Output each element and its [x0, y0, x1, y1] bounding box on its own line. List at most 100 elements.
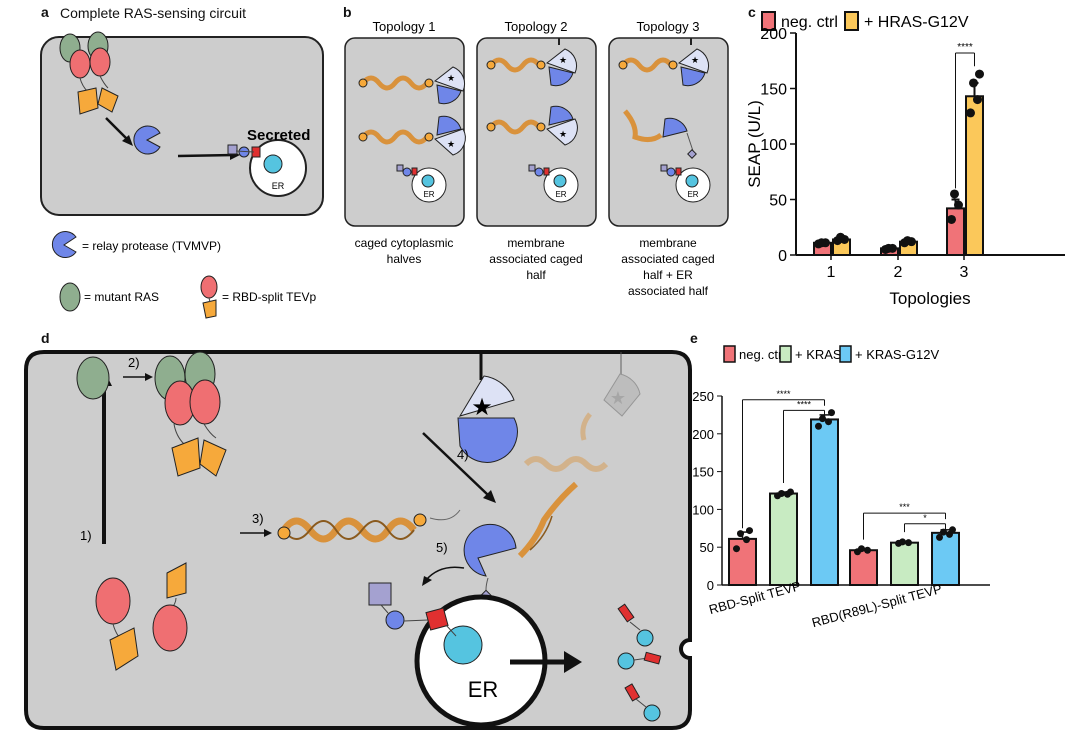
data-point: [828, 409, 835, 417]
y-tick-label: 250: [692, 389, 714, 404]
y-tick-label: 200: [692, 427, 714, 442]
step-5-label: 5): [436, 540, 448, 555]
secreted-label: Secreted: [247, 127, 310, 144]
topology-3-caption-3: half + ER: [643, 268, 693, 282]
step-3-label: 3): [252, 511, 264, 526]
legend-ras: = mutant RAS: [84, 290, 159, 304]
legend-ras-icon: [59, 282, 81, 312]
data-point: [836, 232, 845, 242]
y-tick-label: 0: [778, 248, 787, 265]
data-point: [966, 108, 975, 118]
sig-label: *: [923, 513, 927, 523]
panel-d-letter: d: [41, 330, 50, 346]
topology-3-caption-2: associated caged: [621, 252, 714, 266]
legend-label: + KRAS-G12V: [855, 347, 940, 362]
svg-text:★: ★: [559, 129, 567, 139]
topology-3-er: ER: [687, 190, 698, 199]
rbd-pink-icon: [69, 49, 91, 79]
data-point: [825, 418, 832, 426]
er-label: ER: [272, 181, 285, 191]
topology-3-title: Topology 3: [637, 19, 700, 34]
topology-3-caption-4: associated half: [628, 284, 709, 298]
cell-d: [24, 350, 692, 730]
step-4-label: 4): [457, 447, 469, 462]
topology-1-title: Topology 1: [373, 19, 436, 34]
data-point: [746, 527, 753, 535]
topology-3: Topology 3 ★ ER membrane associated cage…: [608, 19, 729, 298]
bar: [890, 541, 919, 586]
sig-label: ****: [797, 399, 812, 409]
sig-label: ****: [957, 42, 973, 53]
legend-label: neg. ctrl: [781, 14, 838, 31]
legend-rbd-pink-icon: [200, 275, 218, 299]
x-tick-label: 3: [960, 264, 969, 281]
legend-label: neg. ctrl: [739, 347, 785, 362]
bar: [946, 207, 965, 257]
y-tick-label: 50: [700, 540, 714, 555]
legend-swatch: [839, 345, 852, 363]
legend-swatch: [844, 11, 859, 31]
svg-text:★: ★: [691, 55, 699, 65]
x-axis-label: Topologies: [889, 289, 970, 308]
sig-label: ****: [776, 389, 791, 399]
y-tick-label: 100: [692, 502, 714, 517]
legend-swatch: [761, 11, 776, 31]
data-point: [936, 533, 943, 541]
topology-1-er: ER: [423, 190, 434, 199]
panel-b-letter: b: [343, 4, 352, 20]
data-point: [815, 422, 822, 430]
panel-a-letter: a: [41, 4, 49, 20]
rbd-unbound: [95, 562, 188, 671]
data-point: [940, 528, 947, 536]
step-2-label: 2): [128, 355, 140, 370]
x-tick-label: RBD(R89L)-Split TEVP: [810, 581, 943, 630]
relay-protease-icon: [133, 125, 161, 155]
legend-relay: = relay protease (TVMVP): [82, 239, 221, 253]
topology-3-caption-1: membrane: [639, 236, 697, 250]
data-point: [817, 238, 826, 248]
panel-a-diagram: ER Secreted = relay protease (TVMVP) = m…: [40, 31, 324, 319]
data-point: [975, 69, 984, 79]
legend-rbd: = RBD-split TEVp: [222, 290, 316, 304]
topology-2-er: ER: [555, 190, 566, 199]
data-point: [903, 236, 912, 246]
topology-2-caption-2: associated caged: [489, 252, 582, 266]
y-tick-label: 150: [760, 82, 787, 99]
data-point: [733, 545, 740, 553]
step-1-label: 1): [80, 528, 92, 543]
topology-1-caption-2: halves: [387, 252, 422, 266]
topology-1-caption-1: caged cytoplasmic: [355, 236, 454, 250]
data-point: [884, 243, 893, 253]
er-label-d: ER: [468, 677, 499, 702]
bar: [965, 95, 984, 256]
y-tick-label: 0: [707, 578, 714, 593]
sig-label: ***: [899, 502, 910, 512]
rbd-orange-icon: [97, 87, 119, 113]
data-point: [864, 546, 871, 554]
bar: [728, 537, 757, 587]
legend-protease-icon: [51, 231, 77, 258]
bar: [810, 418, 839, 586]
data-point: [949, 526, 956, 534]
legend-label: + HRAS-G12V: [864, 14, 969, 31]
panel-e-letter: e: [690, 330, 698, 346]
data-point: [899, 538, 906, 546]
panel-c-letter: c: [748, 4, 756, 20]
panel-d-diagram: 1) 2) 3) ★ ★ 4): [24, 350, 692, 730]
ras-rbd-complex: [154, 351, 227, 477]
chart-e: neg. ctrl+ KRAS+ KRAS-G12V05010015020025…: [692, 345, 990, 630]
rbd-orange-icon: [77, 87, 99, 115]
topology-2-caption-1: membrane: [507, 236, 565, 250]
data-point: [787, 488, 794, 496]
svg-text:★: ★: [447, 73, 455, 83]
bar: [931, 531, 960, 586]
y-tick-label: 100: [760, 137, 787, 154]
bar: [849, 549, 878, 586]
x-tick-label: 2: [894, 264, 903, 281]
svg-text:★: ★: [610, 388, 626, 408]
topology-1: Topology 1 ★ ★ ER c: [344, 19, 466, 266]
topology-2-caption-3: half: [526, 268, 546, 282]
data-point: [778, 490, 785, 498]
data-point: [969, 78, 978, 88]
svg-text:★: ★: [447, 139, 455, 149]
